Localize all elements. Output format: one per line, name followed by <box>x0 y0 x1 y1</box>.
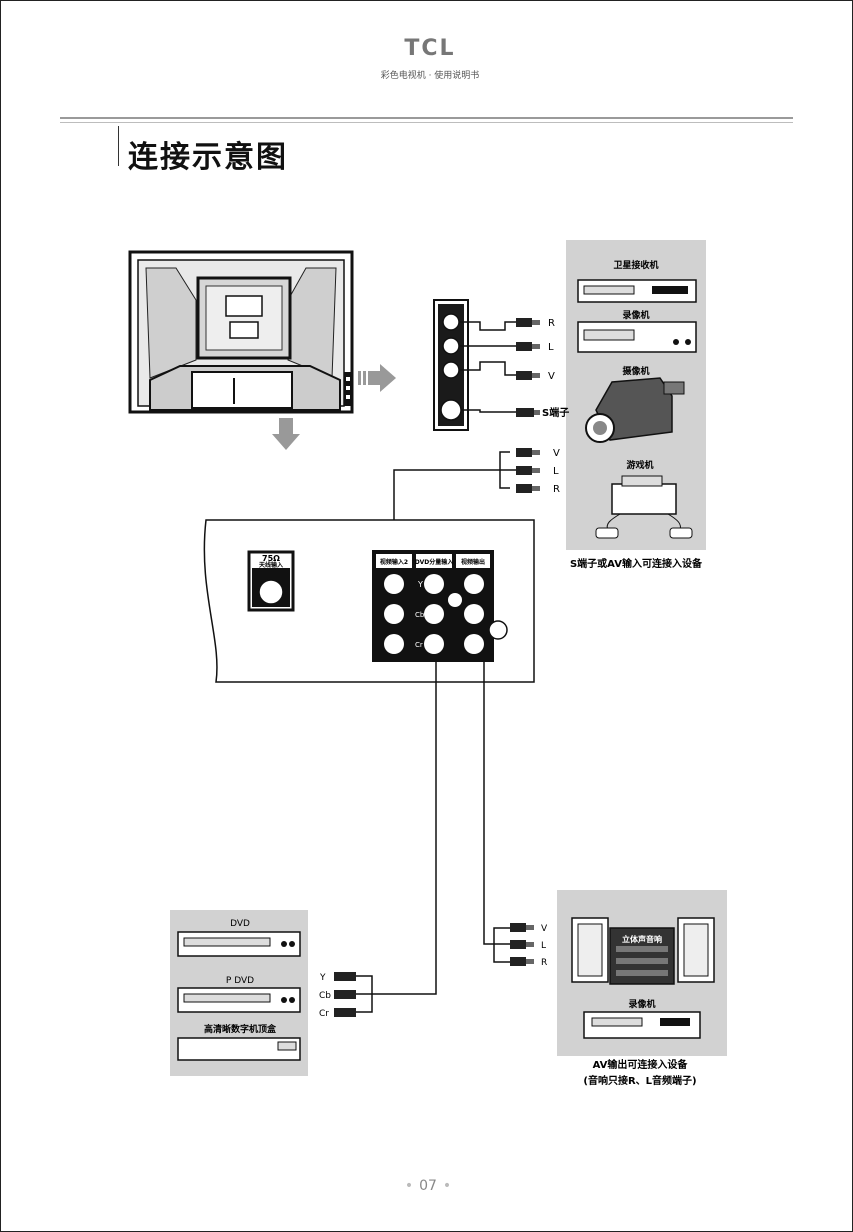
av-in-label-v: V <box>553 448 560 459</box>
output-caption-line2: (音响只接R、L音频端子) <box>583 1074 696 1087</box>
component-label-cr: Cr <box>319 1009 329 1019</box>
arrow-right-icon <box>358 364 396 392</box>
rear-panel <box>203 519 535 683</box>
component-label-cb: Cb <box>319 991 331 1001</box>
device-label-output-vcr: 录像机 <box>628 998 655 1010</box>
output-devices-box <box>557 890 727 1056</box>
bullet-icon: • <box>404 1178 414 1194</box>
output-plugs <box>510 923 534 966</box>
device-label-pdvd: P DVD <box>226 976 254 986</box>
input-devices-box <box>566 240 706 550</box>
output-label-v: V <box>541 924 548 934</box>
output-caption-line1: AV输出可连接入设备 <box>593 1058 689 1071</box>
output-label-r: R <box>541 958 547 968</box>
header-rule-thin <box>60 122 793 123</box>
device-label-stereo: 立体声音响 <box>622 934 662 944</box>
jack-label-cr: Cr <box>415 641 423 649</box>
antenna-label-line1: 75Ω <box>262 554 280 563</box>
input-devices-caption: S端子或AV输入可连接入设备 <box>570 557 703 570</box>
header-subtitle: 彩色电视机 · 使用说明书 <box>380 71 480 81</box>
rear-panel-cables <box>372 662 510 995</box>
brand-logo: TCL <box>404 36 456 61</box>
device-label-game: 游戏机 <box>626 459 653 471</box>
bullet-icon: • <box>442 1178 452 1194</box>
arrow-down-icon <box>272 418 300 450</box>
side-label-r: R <box>548 318 555 329</box>
antenna-label-line2: 天线输入 <box>259 561 283 569</box>
device-label-settop: 高清晰数字机顶盒 <box>204 1023 277 1035</box>
jack-group-label-2: DVD分量输入 <box>415 558 454 566</box>
device-label-satellite: 卫星接收机 <box>613 259 658 271</box>
page-number: • 07 • <box>380 1178 476 1194</box>
jack-group-label-1: 视频输入2 <box>380 558 408 566</box>
page-number-value: 07 <box>419 1178 437 1194</box>
section-title: 连接示意图 <box>128 140 288 175</box>
device-label-camcorder: 摄像机 <box>622 365 649 377</box>
av-in-label-r: R <box>553 484 560 495</box>
output-label-l: L <box>541 941 546 951</box>
title-bar <box>118 126 119 166</box>
jack-label-cb: Cb <box>415 611 425 619</box>
side-label-v: V <box>548 371 555 382</box>
device-label-vcr: 录像机 <box>622 309 649 321</box>
device-label-dvd: DVD <box>230 919 250 929</box>
tv-back-illustration <box>128 250 354 414</box>
side-panel-cables <box>459 321 516 413</box>
component-plugs <box>334 972 373 1017</box>
jack-label-y: Y <box>417 580 423 589</box>
side-label-l: L <box>548 342 554 353</box>
header-rule <box>60 117 793 119</box>
dvd-devices-box <box>170 910 308 1076</box>
av-in-label-l: L <box>553 466 559 477</box>
side-panel-plugs <box>516 318 540 417</box>
jack-group-label-3: 视频输出 <box>461 558 485 566</box>
component-label-y: Y <box>319 973 326 983</box>
side-label-s: S端子 <box>542 406 569 419</box>
